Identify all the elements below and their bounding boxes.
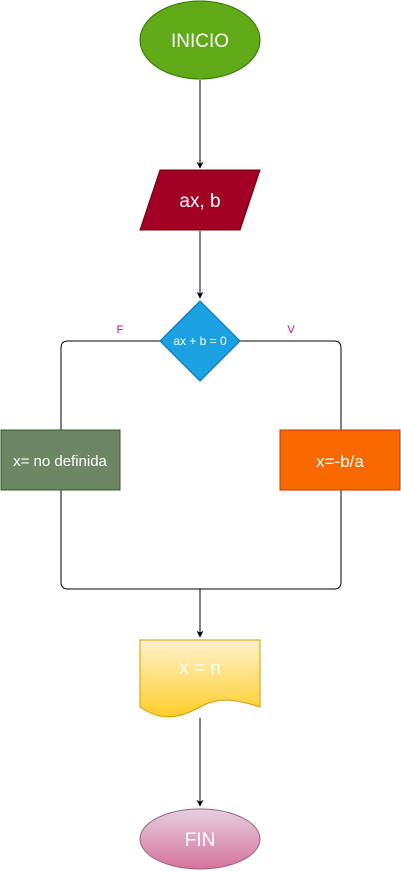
start-shape	[139, 0, 261, 80]
edge-true-to-merge	[200, 490, 342, 590]
false-branch-shape	[0, 429, 121, 491]
edge-label-false: F	[117, 324, 124, 336]
connectors	[60, 80, 342, 807]
output-node[interactable]: x = n	[139, 639, 261, 718]
end-shape	[139, 808, 261, 870]
edge-decision-to-true	[240, 340, 342, 430]
decision-node[interactable]: ax + b = 0	[159, 300, 241, 382]
edge-decision-to-false	[60, 340, 160, 430]
true-branch-shape	[279, 429, 401, 491]
false-branch-node[interactable]: x= no definida	[0, 429, 121, 491]
edge-label-true: V	[287, 324, 295, 336]
input-label: ax, b	[179, 191, 220, 212]
start-node[interactable]: INICIO	[139, 0, 261, 80]
start-label: INICIO	[171, 31, 229, 52]
output-shape	[139, 639, 261, 718]
decision-label: ax + b = 0	[173, 334, 227, 348]
true-branch-label: x=-b/a	[316, 452, 364, 471]
output-label: x = n	[179, 658, 221, 679]
true-branch-node[interactable]: x=-b/a	[279, 429, 401, 491]
end-label: FIN	[185, 830, 216, 851]
input-shape	[139, 169, 261, 231]
false-branch-label: x= no definida	[13, 453, 107, 470]
edge-false-to-merge	[60, 490, 200, 590]
input-node[interactable]: ax, b	[139, 169, 261, 231]
end-node[interactable]: FIN	[139, 808, 261, 870]
decision-shape	[159, 300, 241, 382]
